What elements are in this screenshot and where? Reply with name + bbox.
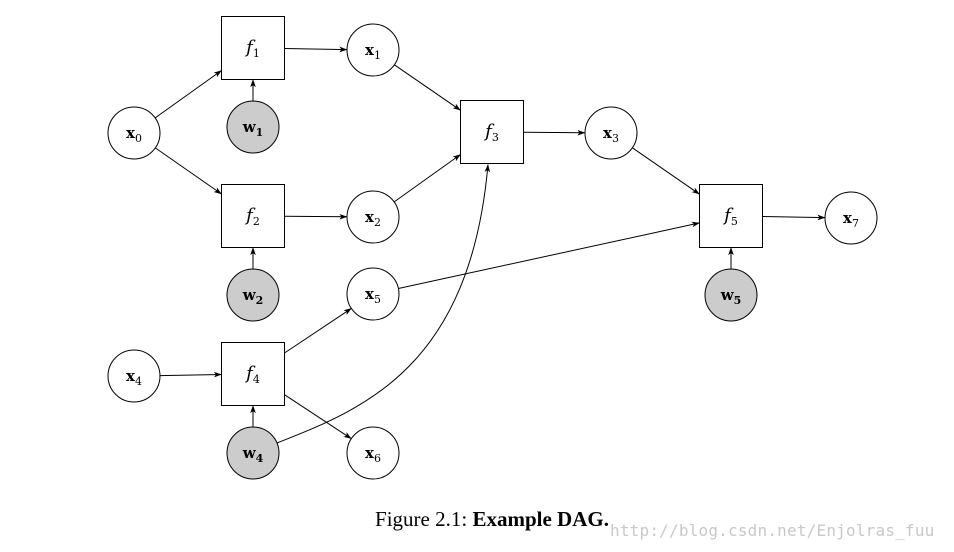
caption-prefix: Figure 2.1: xyxy=(375,507,468,531)
label-subscript: 1 xyxy=(256,126,264,139)
node-label-x6: x6 xyxy=(365,444,381,465)
node-label-w1: w1 xyxy=(242,118,264,139)
label-subscript: 4 xyxy=(253,373,260,386)
label-base: x xyxy=(126,124,136,142)
edge-f4-to-x6 xyxy=(284,394,352,440)
variable-node-x4: x4 xyxy=(107,349,161,403)
watermark-text: http://blog.csdn.net/Enjolras_fuu xyxy=(610,521,935,540)
weight-node-w2: w2 xyxy=(226,268,280,322)
node-circle xyxy=(226,426,280,480)
weight-node-w1: w1 xyxy=(226,100,280,154)
variable-node-x3: x3 xyxy=(584,106,638,160)
edge-x0-to-f2 xyxy=(155,147,222,195)
weight-node-w4: w4 xyxy=(226,426,280,480)
label-subscript: 2 xyxy=(253,215,260,228)
label-subscript: 4 xyxy=(256,452,264,465)
label-base: w xyxy=(720,286,735,304)
node-circle xyxy=(346,23,400,77)
label-subscript: 1 xyxy=(253,47,260,60)
edge-x5-to-f5 xyxy=(398,221,700,289)
node-circle xyxy=(346,190,400,244)
edge-f4-to-x5 xyxy=(284,307,352,354)
node-label-w2: w2 xyxy=(242,286,264,307)
label-subscript: 3 xyxy=(612,132,619,145)
node-label-w5: w5 xyxy=(720,286,742,307)
edge-f2-to-x2 xyxy=(284,213,348,220)
function-box xyxy=(221,342,285,406)
function-node-f5: f5 xyxy=(699,184,763,248)
variable-node-x7: x7 xyxy=(824,191,878,245)
label-subscript: 2 xyxy=(374,216,381,229)
node-label-x3: x3 xyxy=(603,124,619,145)
variable-node-x6: x6 xyxy=(346,426,400,480)
label-base: x xyxy=(365,208,375,226)
node-circle xyxy=(107,349,161,403)
label-base: x xyxy=(843,209,853,227)
label-base: w xyxy=(242,286,257,304)
weight-node-w5: w5 xyxy=(704,268,758,322)
function-node-f2: f2 xyxy=(221,184,285,248)
variable-node-x2: x2 xyxy=(346,190,400,244)
node-label-x1: x1 xyxy=(365,41,381,62)
label-subscript: 2 xyxy=(256,294,264,307)
label-subscript: 1 xyxy=(374,49,381,62)
edges-layer xyxy=(154,46,826,444)
node-label-x7: x7 xyxy=(843,209,859,230)
label-subscript: 5 xyxy=(374,293,381,306)
label-subscript: 5 xyxy=(731,215,738,228)
edge-f5-to-x7 xyxy=(762,214,826,221)
edge-w4-to-f3 xyxy=(276,164,491,444)
variable-node-x1: x1 xyxy=(346,23,400,77)
label-base: x xyxy=(126,367,136,385)
variable-node-x0: x0 xyxy=(107,106,161,160)
node-circle xyxy=(107,106,161,160)
node-label-x0: x0 xyxy=(126,124,142,145)
node-circle xyxy=(226,268,280,322)
function-box xyxy=(460,100,524,164)
caption-title: Example DAG. xyxy=(472,507,609,531)
label-base: x xyxy=(365,444,375,462)
edge-x2-to-f3 xyxy=(393,154,461,203)
node-circle xyxy=(346,426,400,480)
edge-x3-to-f5 xyxy=(632,147,700,195)
node-label-x2: x2 xyxy=(365,208,381,229)
edge-f1-to-x1 xyxy=(284,46,348,53)
node-circle xyxy=(824,191,878,245)
label-subscript: 6 xyxy=(374,452,381,465)
label-subscript: 3 xyxy=(492,131,499,144)
function-box xyxy=(221,184,285,248)
label-base: x xyxy=(365,285,375,303)
label-subscript: 4 xyxy=(135,375,142,388)
edge-x4-to-f4 xyxy=(159,371,222,378)
variable-node-x5: x5 xyxy=(346,267,400,321)
node-label-x5: x5 xyxy=(365,285,381,306)
label-subscript: 7 xyxy=(852,217,859,230)
edge-x0-to-f1 xyxy=(154,70,222,119)
edge-f3-to-x3 xyxy=(523,129,586,136)
function-node-f3: f3 xyxy=(460,100,524,164)
label-subscript: 0 xyxy=(135,132,142,145)
label-subscript: 5 xyxy=(734,294,742,307)
figure-caption: Figure 2.1: Example DAG. xyxy=(0,507,954,532)
node-circle xyxy=(346,267,400,321)
edge-x1-to-f3 xyxy=(394,64,461,111)
node-label-w4: w4 xyxy=(242,444,264,465)
function-box xyxy=(221,16,285,80)
function-node-f4: f4 xyxy=(221,342,285,406)
node-circle xyxy=(226,100,280,154)
function-box xyxy=(699,184,763,248)
label-base: x xyxy=(603,124,613,142)
function-node-f1: f1 xyxy=(221,16,285,80)
label-base: w xyxy=(242,444,257,462)
node-circle xyxy=(584,106,638,160)
label-base: x xyxy=(365,41,375,59)
label-base: w xyxy=(242,118,257,136)
node-circle xyxy=(704,268,758,322)
node-label-x4: x4 xyxy=(126,367,142,388)
